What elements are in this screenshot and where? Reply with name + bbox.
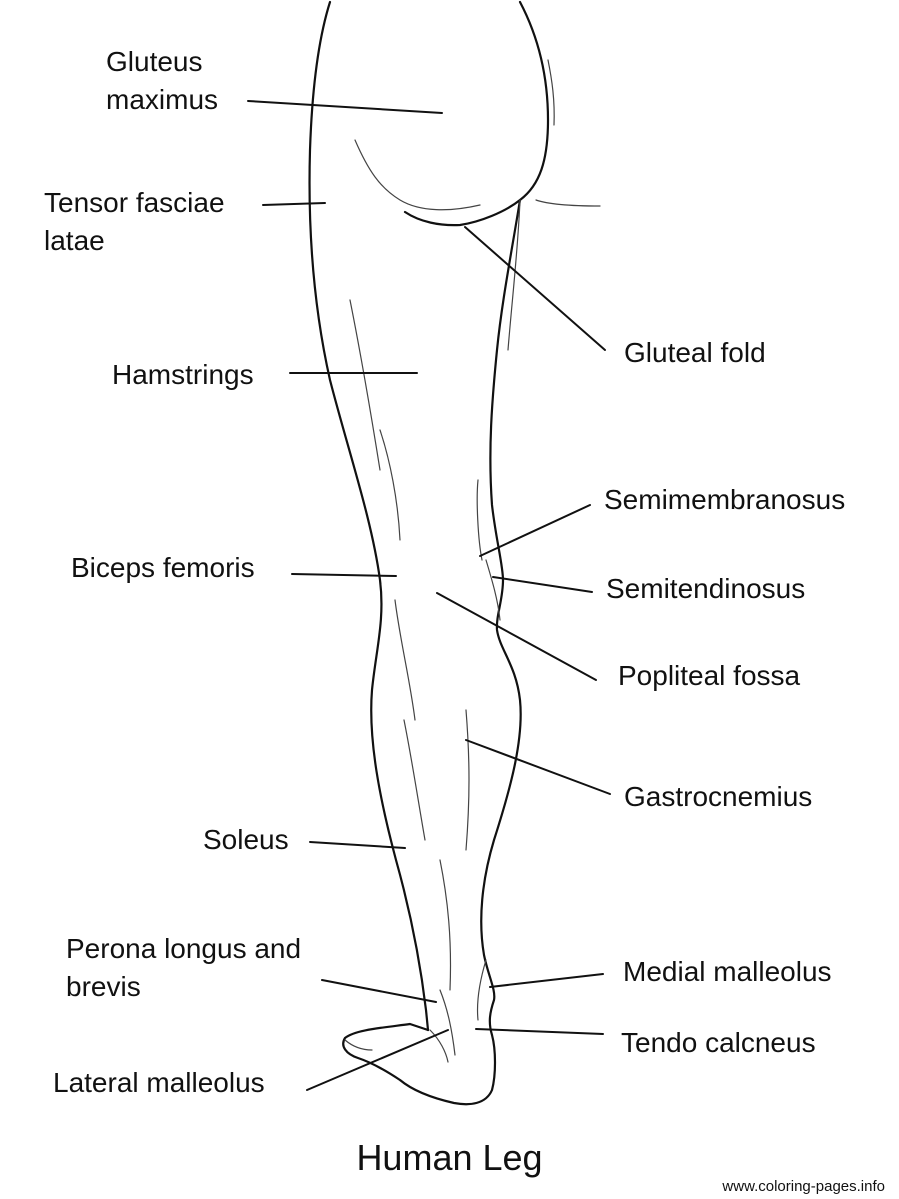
leader-soleus [309, 841, 406, 849]
label-gluteal-fold: Gluteal fold [624, 337, 766, 368]
leader-tendo-calcneus [475, 1028, 604, 1035]
label-tendo-calcneus: Tendo calcneus [621, 1027, 816, 1058]
label-gluteus-maximus-line2: maximus [106, 84, 219, 115]
leader-biceps-femoris [291, 573, 397, 577]
leader-lateral-malleolus [306, 1029, 449, 1091]
leader-lines [247, 100, 611, 1091]
leader-gluteus-maximus [247, 100, 443, 114]
leader-semimembranosus [479, 504, 591, 557]
diagram-title: Human Leg [356, 1137, 543, 1178]
label-perona-longus-line1: Perona longus and [66, 933, 302, 964]
leader-semitendinosus [492, 576, 593, 593]
label-tensor-fasciae-latae-line1: Tensor fasciae [44, 187, 225, 218]
label-tensor-fasciae-latae: Tensor fasciae latae [44, 184, 225, 260]
label-semimembranosus: Semimembranosus [604, 484, 846, 515]
leader-popliteal-fossa [436, 592, 597, 681]
credit-text: www.coloring-pages.info [722, 1178, 885, 1195]
label-lateral-malleolus: Lateral malleolus [53, 1067, 265, 1098]
label-gluteus-maximus: Gluteus maximus [106, 43, 218, 119]
label-medial-malleolus: Medial malleolus [623, 956, 832, 987]
leader-perona-longus [321, 979, 437, 1003]
leg-outline [308, 0, 601, 1106]
label-biceps-femoris: Biceps femoris [71, 552, 255, 583]
leader-medial-malleolus [489, 973, 604, 988]
label-popliteal-fossa: Popliteal fossa [618, 660, 801, 691]
leader-tensor-fasciae-latae [262, 202, 326, 206]
label-semitendinosus: Semitendinosus [606, 573, 806, 604]
label-tensor-fasciae-latae-line2: latae [44, 225, 105, 256]
label-hamstrings: Hamstrings [112, 359, 254, 390]
label-perona-longus: Perona longus and brevis [66, 930, 301, 1006]
label-gluteus-maximus-line1: Gluteus [106, 46, 203, 77]
leader-gluteal-fold [464, 226, 606, 351]
label-soleus: Soleus [203, 824, 289, 855]
label-gastrocnemius: Gastrocnemius [624, 781, 813, 812]
label-perona-longus-line2: brevis [66, 971, 141, 1002]
leader-gastrocnemius [465, 739, 611, 795]
